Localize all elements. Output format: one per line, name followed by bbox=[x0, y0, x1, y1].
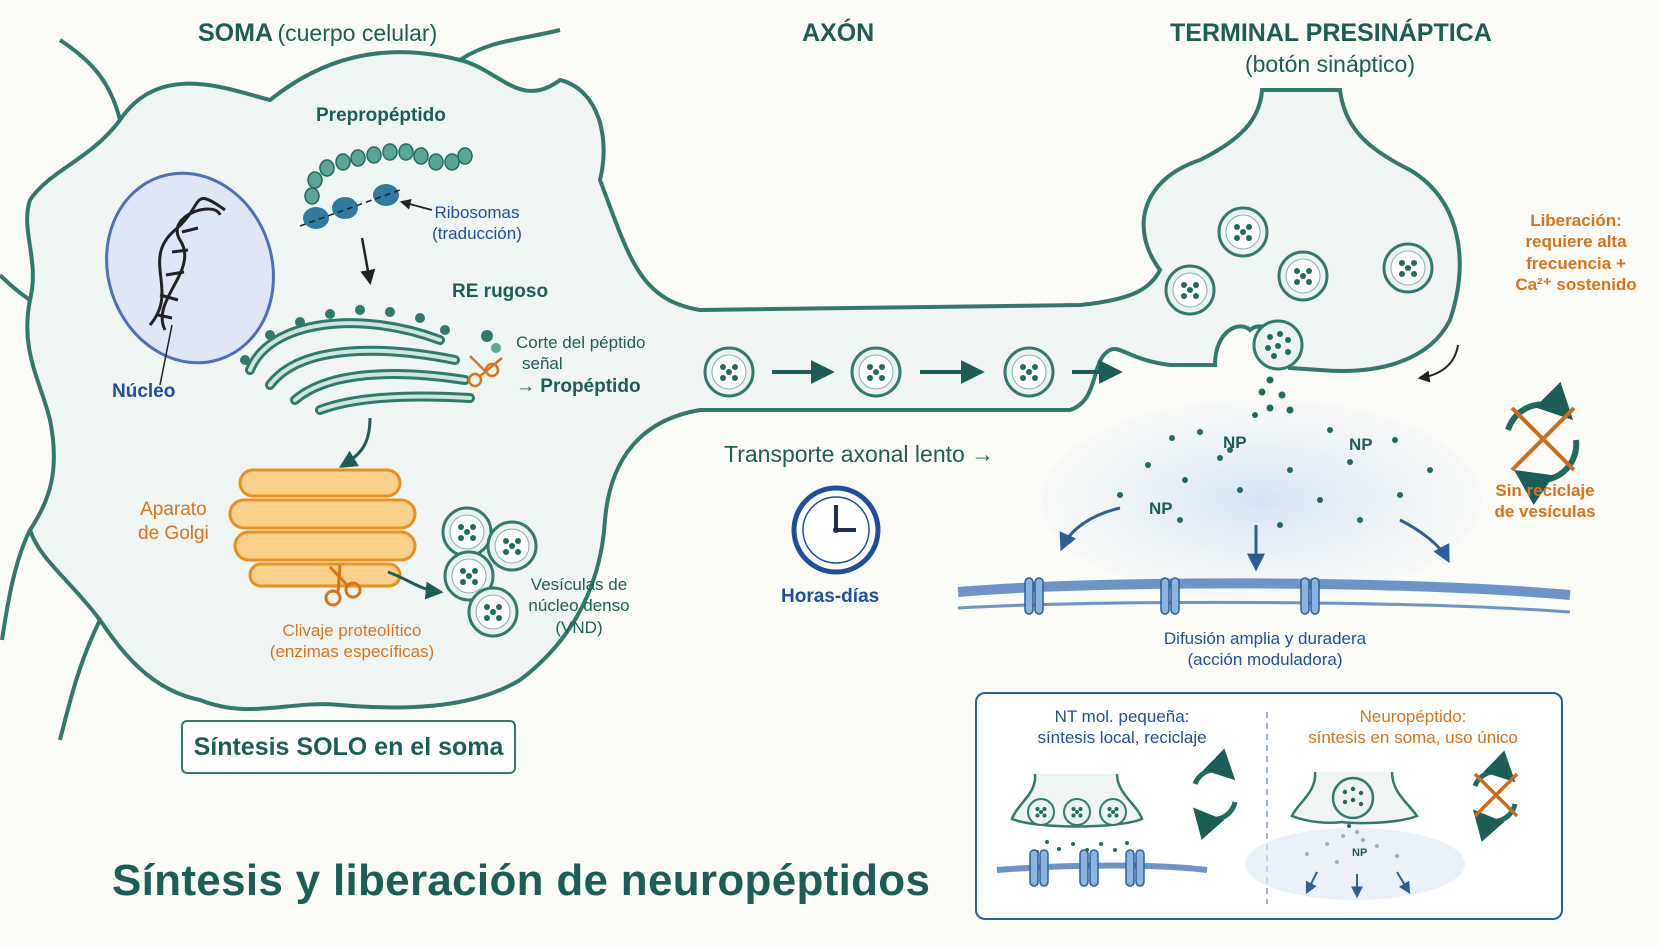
rer-label: RE rugoso bbox=[452, 281, 549, 302]
propeptide-label: → Propéptido bbox=[516, 375, 641, 397]
nucleus-label: Núcleo bbox=[112, 381, 176, 402]
vesicles-label-line1: Vesículas de bbox=[530, 575, 628, 594]
nucleus bbox=[105, 171, 275, 365]
no-recycle-label-line1: Sin reciclaje bbox=[1495, 481, 1595, 500]
dense-core-vesicle bbox=[1164, 264, 1216, 316]
synthesis-soma-text: Síntesis SOLO en el soma bbox=[193, 732, 504, 761]
neuropeptide-line1: Neuropéptido: bbox=[1359, 707, 1467, 726]
dense-core-vesicle bbox=[850, 346, 902, 398]
cleavage-label-line1: Clivaje proteolítico bbox=[282, 621, 422, 640]
dense-core-vesicle bbox=[1217, 206, 1269, 258]
dendrite bbox=[458, 28, 561, 62]
no-recycle-label-line2: de vesículas bbox=[1494, 502, 1596, 522]
np-label: NP bbox=[1149, 499, 1173, 518]
preproprotein-chain bbox=[304, 143, 473, 205]
dendrite bbox=[0, 529, 32, 641]
vesicles-label-line2: núcleo denso bbox=[528, 596, 630, 616]
release-label: Liberación: requiere alta frecuencia + C… bbox=[1500, 210, 1652, 295]
terminal-title: TERMINAL PRESINÁPTICA bbox=[1170, 19, 1492, 47]
scissors-icon bbox=[467, 355, 503, 388]
axon-title: AXÓN bbox=[802, 19, 875, 47]
soma-header: SOMA (cuerpo celular) bbox=[198, 18, 437, 49]
signal-cut-label: Corte del péptido señal → Propéptido bbox=[516, 332, 645, 398]
release-label-line3: frecuencia + bbox=[1526, 253, 1626, 273]
golgi-apparatus bbox=[228, 468, 417, 588]
no-recycle-icon bbox=[1505, 381, 1580, 506]
transport-label: Transporte axonal lento → bbox=[724, 441, 995, 467]
dense-core-vesicle bbox=[467, 586, 519, 638]
dense-core-vesicle bbox=[703, 346, 755, 398]
small-molecule-line2: síntesis local, reciclaje bbox=[1037, 728, 1207, 748]
recycle-icon bbox=[1192, 748, 1238, 840]
page-title: Síntesis y liberación de neuropéptidos bbox=[112, 856, 931, 905]
neuropeptide-label: Neuropéptido: síntesis en soma, uso únic… bbox=[1295, 706, 1531, 749]
rough-er-inner bbox=[248, 321, 472, 412]
signal-cut-line2: señal bbox=[522, 354, 563, 374]
ribosomes-label-line1: Ribosomas bbox=[434, 203, 520, 222]
release-label-line4: Ca²⁺ sostenido bbox=[1515, 274, 1637, 294]
dense-core-vesicle bbox=[1382, 242, 1434, 294]
soma-subtitle: (cuerpo celular) bbox=[277, 20, 438, 46]
clock-icon bbox=[791, 485, 881, 575]
dna-icon bbox=[148, 197, 226, 331]
dense-core-vesicle bbox=[1003, 346, 1055, 398]
np-label: NP bbox=[1223, 433, 1247, 452]
dense-core-vesicle bbox=[1277, 250, 1329, 302]
soma-title: SOMA bbox=[198, 19, 273, 47]
dendrite bbox=[0, 273, 32, 302]
dendrite bbox=[58, 38, 122, 121]
comparison-panel: NT mol. pequeña: síntesis local, recicla… bbox=[975, 692, 1563, 920]
diffusion-label-line2: (acción moduladora) bbox=[1187, 650, 1343, 670]
signal-cut-line1: Corte del péptido bbox=[516, 333, 646, 352]
diffusion-cloud bbox=[1042, 400, 1482, 600]
dendrite bbox=[58, 619, 102, 741]
preproprotein-label: Prepropéptido bbox=[316, 105, 446, 126]
terminal-subtitle: (botón sináptico) bbox=[1244, 51, 1416, 77]
dense-core-vesicle bbox=[441, 506, 493, 558]
scissors-icon bbox=[324, 564, 362, 607]
golgi-label-line2: de Golgi bbox=[138, 522, 209, 544]
vesicles-label-line3: (VND) bbox=[555, 617, 603, 637]
no-recycle-icon bbox=[1472, 750, 1519, 842]
release-label-line1: Liberación: bbox=[1530, 211, 1622, 230]
diffusion-label-line1: Difusión amplia y duradera bbox=[1163, 629, 1367, 648]
comparison-drawings bbox=[996, 712, 1519, 904]
golgi-label-line1: Aparato bbox=[140, 499, 207, 520]
neuropeptide-particles bbox=[1117, 376, 1433, 528]
no-recycle-label: Sin reciclaje de vesículas bbox=[1480, 480, 1610, 523]
ribosomes-label-line2: (traducción) bbox=[432, 224, 522, 244]
diffusion-label: Difusión amplia y duradera (acción modul… bbox=[1140, 628, 1390, 671]
cleavage-label-line2: (enzimas específicas) bbox=[269, 642, 435, 662]
small-molecule-label: NT mol. pequeña: síntesis local, recicla… bbox=[1017, 706, 1227, 749]
er-ribosomes bbox=[240, 305, 450, 365]
np-label: NP bbox=[1349, 435, 1373, 454]
golgi-label: Aparato de Golgi bbox=[138, 498, 209, 546]
ribosome-icon bbox=[299, 184, 401, 229]
cleavage-label: Clivaje proteolítico (enzimas específica… bbox=[262, 620, 442, 663]
time-label: Horas-días bbox=[781, 586, 880, 607]
neuropeptide-line2: síntesis en soma, uso único bbox=[1308, 728, 1518, 748]
small-molecule-line1: NT mol. pequeña: bbox=[1054, 707, 1190, 726]
release-label-line2: requiere alta bbox=[1525, 232, 1627, 252]
ribosomes-label: Ribosomas (traducción) bbox=[432, 202, 522, 245]
fusing-vesicle bbox=[1252, 319, 1304, 371]
vesicles-label: Vesículas de núcleo denso (VND) bbox=[528, 574, 630, 638]
synthesis-soma-box: Síntesis SOLO en el soma bbox=[181, 720, 516, 774]
np-small-label: NP bbox=[1352, 847, 1368, 859]
dense-core-vesicle bbox=[486, 520, 538, 572]
